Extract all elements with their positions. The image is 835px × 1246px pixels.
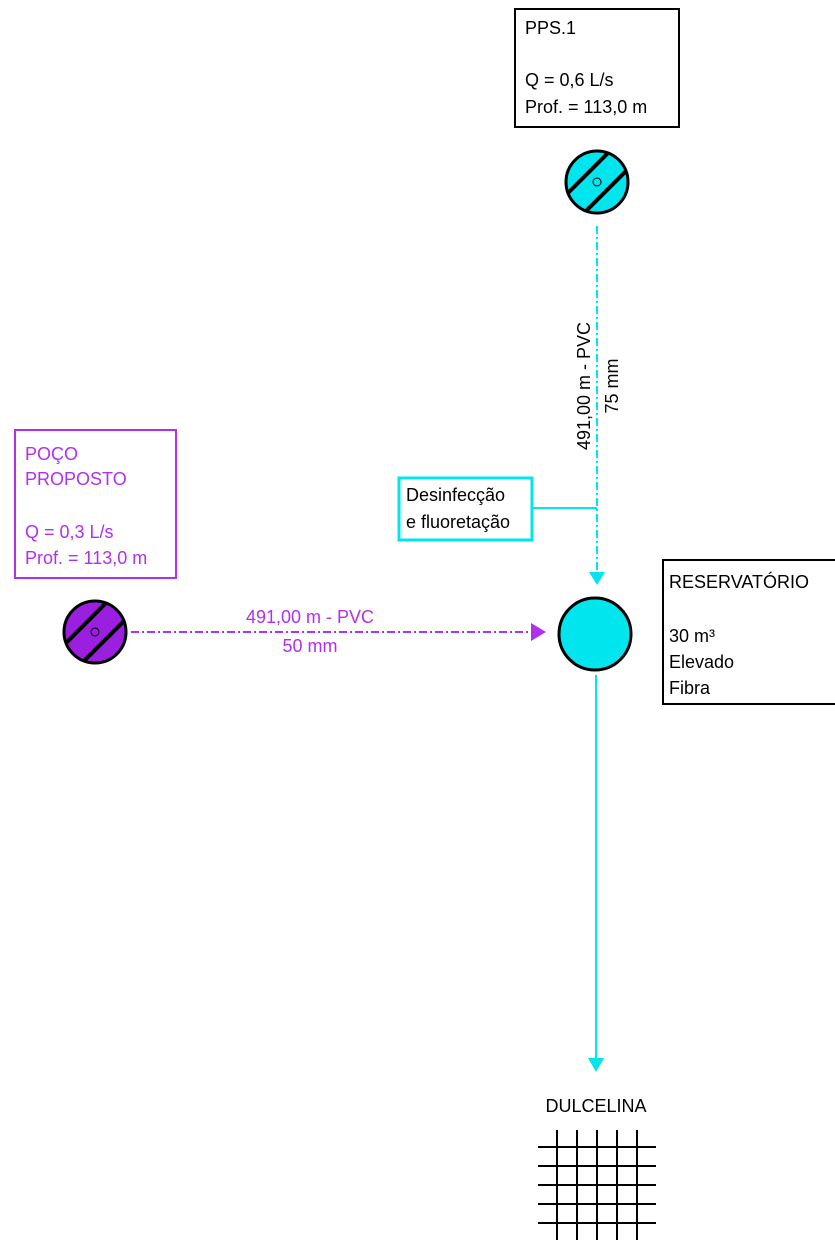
reservoir-material: Fibra	[669, 678, 711, 698]
pps1-title: PPS.1	[525, 18, 576, 38]
proposed-well-depth: Prof. = 113,0 m	[25, 548, 147, 568]
treatment-line1: Desinfecção	[406, 485, 505, 505]
pps1-well-icon	[564, 149, 630, 215]
pipe-horizontal-arrow	[531, 623, 546, 641]
pps1-depth: Prof. = 113,0 m	[525, 97, 647, 117]
pipe-vertical-length: 491,00 m - PVC	[574, 322, 594, 450]
reservoir-volume: 30 m³	[669, 626, 715, 646]
pps1-info-box: PPS.1 Q = 0,6 L/s Prof. = 113,0 m	[514, 8, 680, 128]
pipe-vertical-diameter: 75 mm	[602, 358, 622, 413]
proposed-well-title1: POÇO	[25, 444, 78, 464]
treatment-line2: e fluoretação	[406, 512, 510, 532]
pipe-vertical-label: 491,00 m - PVC 75 mm	[574, 322, 622, 450]
city-grid-icon	[538, 1130, 656, 1240]
proposed-well-icon	[62, 599, 128, 665]
destination-name: DULCELINA	[545, 1096, 646, 1116]
pps1-flow: Q = 0,6 L/s	[525, 70, 614, 90]
treatment-box: Desinfecção e fluoretação	[397, 476, 597, 542]
distribution-arrow	[588, 1058, 604, 1072]
reservoir-type: Elevado	[669, 652, 734, 672]
reservoir-info-box: RESERVATÓRIO 30 m³ Elevado Fibra	[662, 559, 835, 705]
pipe-vertical-arrow	[589, 572, 605, 585]
proposed-well-title2: PROPOSTO	[25, 469, 127, 489]
pipe-horizontal-diameter: 50 mm	[282, 636, 337, 656]
pipe-horizontal-length: 491,00 m - PVC	[246, 607, 374, 627]
proposed-well-info-box: POÇO PROPOSTO Q = 0,3 L/s Prof. = 113,0 …	[14, 429, 177, 579]
proposed-well-flow: Q = 0,3 L/s	[25, 522, 114, 542]
reservoir-icon	[557, 596, 633, 672]
reservoir-title: RESERVATÓRIO	[669, 571, 809, 592]
